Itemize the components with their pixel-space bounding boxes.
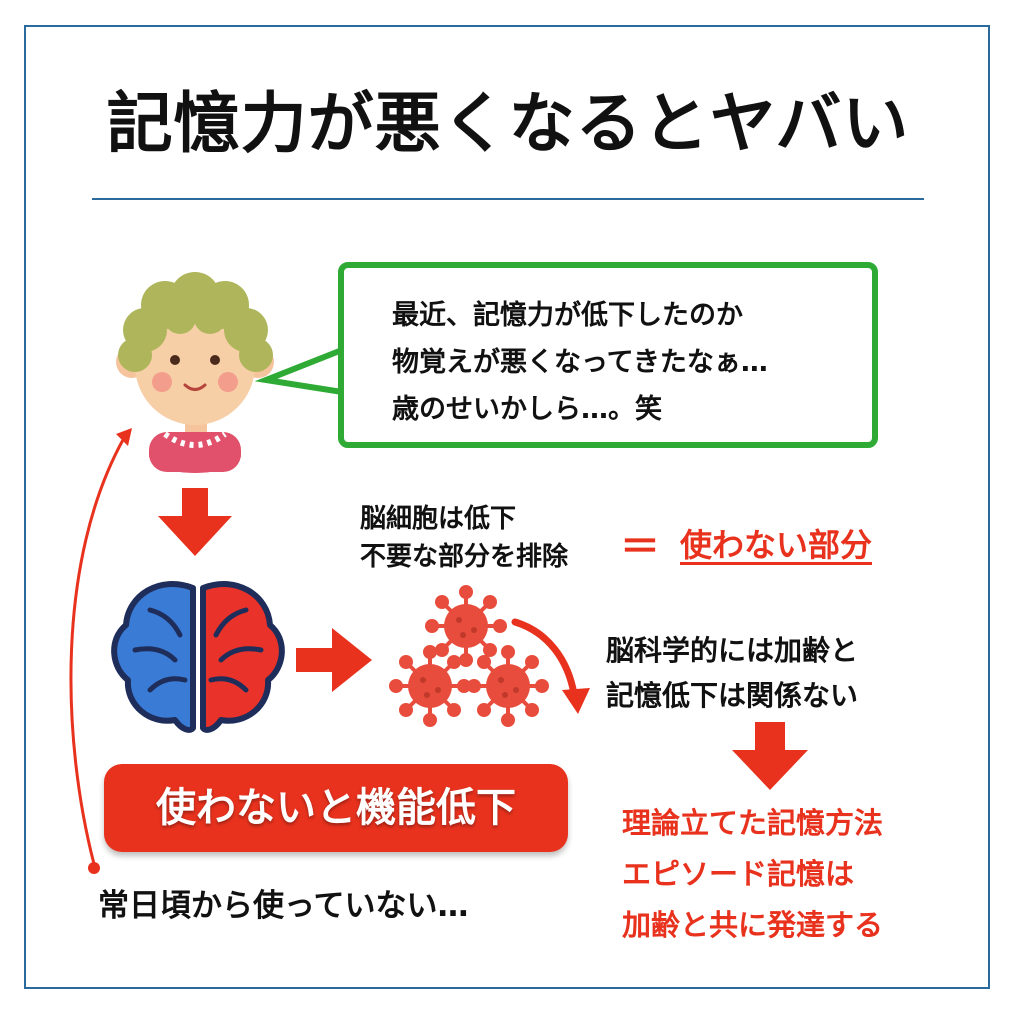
equals-sign: ＝ (620, 524, 660, 570)
speech-line: 歳のせいかしら…。笑 (392, 394, 662, 425)
brain-cell-line: 脳細胞は低下 (360, 504, 517, 534)
science-line: 脳科学的には加齢と (606, 634, 859, 667)
loop-arrow-head-icon (116, 428, 132, 446)
use-it-or-lose-it-label: 使わないと機能低下 (104, 764, 568, 852)
speech-text: 最近、記憶力が低下したのか 物覚えが悪くなってきたなぁ… 歳のせいかしら…。笑 (392, 292, 768, 433)
page-title: 記憶力が悪くなるとヤバい (106, 85, 910, 162)
curved-arrow-icon (511, 618, 578, 698)
brain-icon (111, 581, 285, 733)
loop-arrow-dot (88, 862, 100, 874)
down-arrow-icon (158, 488, 232, 556)
brain-cell-line: 不要な部分を排除 (360, 542, 569, 572)
grandmother-avatar-icon (116, 272, 274, 473)
outer-frame (24, 25, 990, 989)
speech-bubble-tail (254, 345, 345, 396)
brain-cell-text: 脳細胞は低下 不要な部分を排除 (360, 500, 568, 576)
down-arrow-icon (732, 722, 808, 790)
speech-line: 物覚えが悪くなってきたなぁ… (392, 347, 768, 378)
conclusion-line: エピソード記憶は (622, 857, 855, 891)
conclusion-line: 加齢と共に発達する (622, 908, 884, 942)
curved-arrow-head-icon (562, 688, 590, 714)
speech-line: 最近、記憶力が低下したのか (392, 300, 743, 331)
conclusion-text: 理論立てた記憶方法 エピソード記憶は 加齢と共に発達する (622, 798, 883, 951)
science-text: 脳科学的には加齢と 記憶低下は関係ない (606, 628, 858, 718)
right-arrow-icon (296, 628, 372, 692)
virus-icon (389, 585, 549, 727)
loop-arrow-line (69, 437, 126, 865)
title-divider (92, 198, 924, 200)
daily-text: 常日頃から使っていない… (98, 888, 469, 924)
conclusion-line: 理論立てた記憶方法 (622, 806, 884, 840)
unused-parts-label: 使わない部分 (680, 526, 873, 564)
science-line: 記憶低下は関係ない (606, 679, 859, 712)
speech-bubble: 最近、記憶力が低下したのか 物覚えが悪くなってきたなぁ… 歳のせいかしら…。笑 (338, 262, 878, 448)
